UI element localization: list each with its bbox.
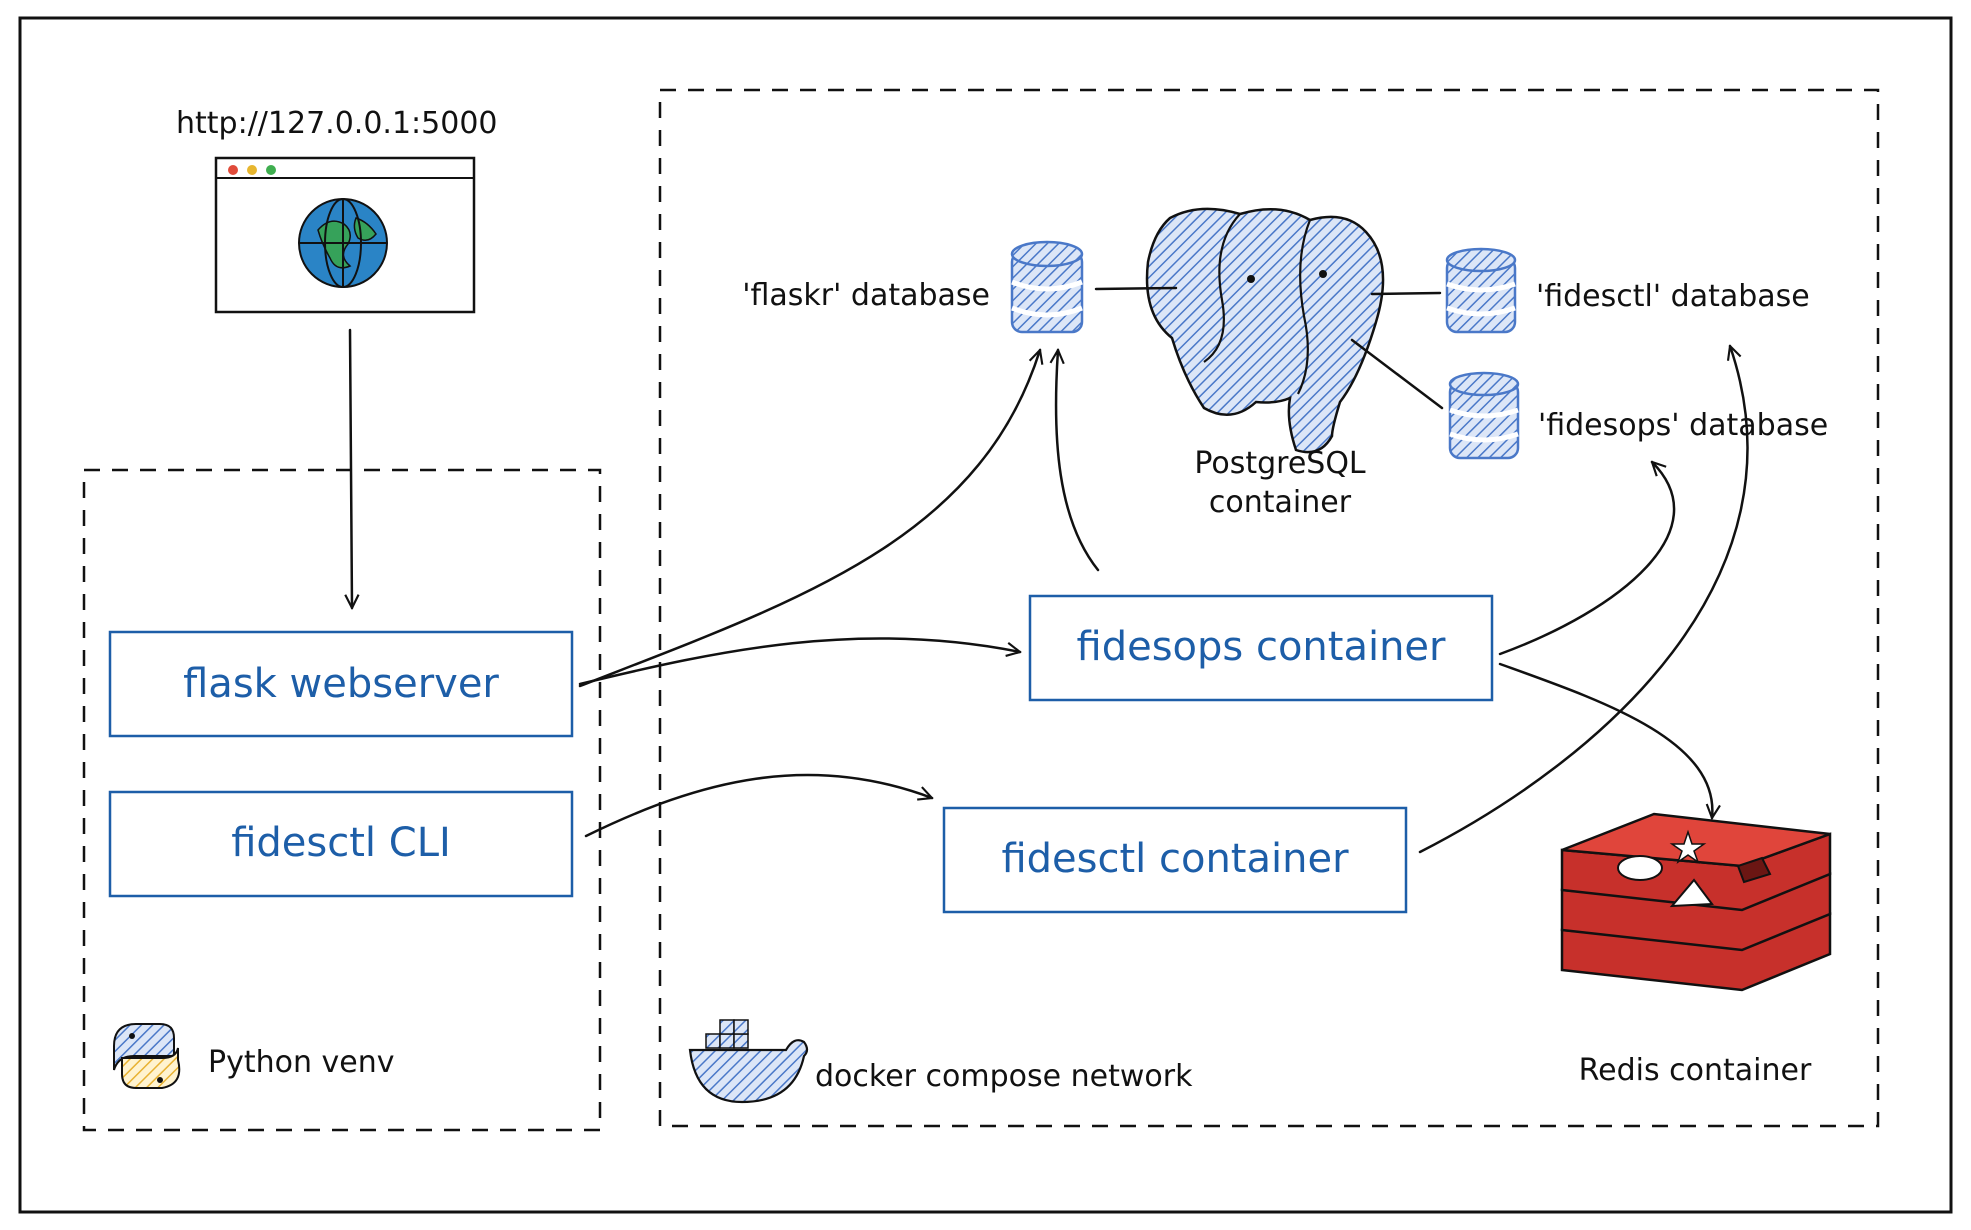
- arrow-fidesops-to-redis: [1498, 662, 1712, 818]
- flaskr-database-icon: [1010, 240, 1084, 334]
- redis-icon: [1560, 812, 1832, 992]
- browser-url: http://127.0.0.1:5000: [176, 106, 498, 141]
- python-icon: [113, 1023, 181, 1089]
- postgres-label-line2: container: [1209, 485, 1352, 520]
- fidesctl-database-icon: [1445, 247, 1517, 334]
- python-venv-label: Python venv: [208, 1045, 395, 1080]
- fidesctl-cli-label: fidesctl CLI: [231, 820, 451, 866]
- fidesctl-cli-box: [108, 790, 574, 898]
- browser-window: [214, 156, 476, 314]
- arrow-flask-to-flaskr-db: [578, 350, 1040, 688]
- fidesops-database-label: 'fidesops' database: [1538, 408, 1828, 443]
- python-venv-boundary: [82, 468, 602, 1132]
- arrow-cli-to-fidesctl-container: [584, 773, 932, 838]
- fidesctl-database-label: 'fidesctl' database: [1536, 279, 1810, 314]
- arrow-fidesctl-container-to-fidesctl-db: [1418, 346, 1749, 854]
- flask-webserver-box: [108, 630, 574, 738]
- fidesops-container-label: fidesops container: [1077, 624, 1447, 670]
- arrow-flask-to-fidesops: [578, 637, 1020, 686]
- arrow-fidesops-to-fidesops-db: [1498, 462, 1676, 656]
- redis-label: Redis container: [1579, 1053, 1812, 1088]
- fidesctl-container-label: fidesctl container: [1001, 836, 1349, 882]
- line-postgres-flaskr: [1094, 286, 1178, 291]
- fidesctl-container-box: [942, 806, 1408, 914]
- postgres-label-line1: PostgreSQL: [1194, 446, 1366, 481]
- fidesops-container-box: [1028, 594, 1494, 702]
- arrow-fidesops-to-flaskr-db: [1056, 350, 1100, 572]
- flaskr-database-label: 'flaskr' database: [742, 278, 990, 313]
- line-postgres-fidesctl: [1370, 291, 1442, 296]
- outer-frame: [18, 16, 1953, 1214]
- line-postgres-fidesops: [1350, 338, 1444, 410]
- arrow-browser-to-flask: [350, 328, 352, 608]
- postgres-elephant-icon: [1145, 207, 1385, 454]
- globe-icon: [298, 198, 388, 288]
- flask-webserver-label: flask webserver: [183, 661, 499, 707]
- docker-whale-icon: [688, 1019, 809, 1104]
- fidesops-database-icon: [1448, 371, 1520, 460]
- docker-network-label: docker compose network: [815, 1059, 1193, 1094]
- docker-network-boundary: [658, 88, 1880, 1128]
